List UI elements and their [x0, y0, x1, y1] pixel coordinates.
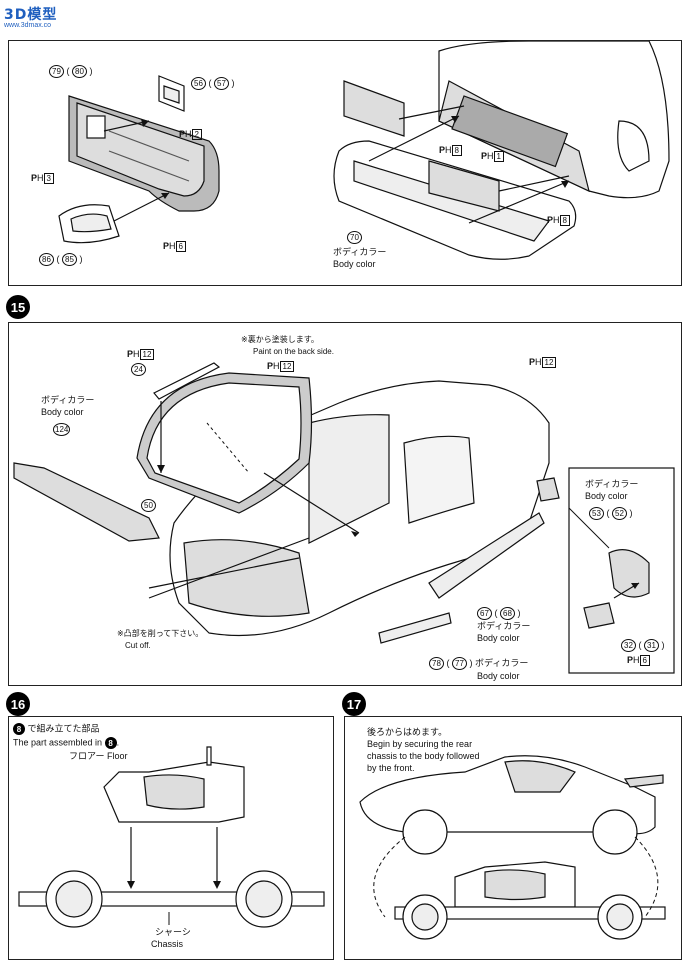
- ph-box-3: 3: [43, 173, 54, 184]
- step14-part-86-85: 86 ( 85 ): [39, 253, 83, 266]
- ph-box-12a: 12: [139, 349, 155, 360]
- part-number-52: 52: [612, 507, 627, 520]
- part-number-80: 80: [72, 65, 87, 78]
- step15-mirror-body-color-en: Body color: [585, 491, 628, 501]
- step16-chassis-en: Chassis: [151, 939, 184, 949]
- step15-body-color-jp-a: ボディカラー: [41, 395, 95, 405]
- step17-note-en3: by the front.: [367, 763, 415, 773]
- ref-step-8-badge-a: 8: [13, 723, 25, 735]
- step15-badge: 15: [6, 295, 30, 319]
- step15-part-24: 24: [131, 363, 146, 376]
- step16-floor-jp: フロアー: [69, 751, 105, 761]
- step17-panel: 後ろからはめます。 Begin by securing the rear cha…: [344, 716, 682, 960]
- part-number-70: 70: [347, 231, 362, 244]
- part-number-24: 24: [131, 363, 146, 376]
- step14-body-color-jp: ボディカラー: [333, 247, 387, 257]
- step15-part-78-77: 78 ( 77 ) ボディカラー: [429, 657, 528, 670]
- step17-badge: 17: [342, 692, 366, 716]
- step16-floor-label: フロアー Floor: [69, 751, 128, 762]
- ph-box-6b: 6: [639, 655, 650, 666]
- step15-bumper-body-color-jp: ボディカラー: [475, 658, 529, 668]
- part-number-86: 86: [39, 253, 54, 266]
- step15-part-124: 124: [53, 423, 71, 436]
- step16-assembled-jp-text: で組み立てた部品: [27, 723, 100, 734]
- step15-part-32-31: 32 ( 31 ): [621, 639, 665, 652]
- step14-part-79-80: 79 ( 80 ): [49, 65, 93, 78]
- part-number-124: 124: [53, 423, 71, 436]
- step15-illustration: [13, 362, 675, 674]
- watermark-url: www.3dmax.co: [4, 22, 52, 29]
- ref-step-8-badge-b: 8: [104, 737, 117, 749]
- step15-bumper-body-color-en: Body color: [477, 671, 520, 681]
- ph-box-1: 1: [493, 151, 504, 162]
- step14-body-color-en: Body color: [333, 259, 376, 269]
- step16-floor-en: Floor: [106, 751, 128, 761]
- part-number-77: 77: [452, 657, 467, 670]
- ph-box-12c: 12: [541, 357, 557, 368]
- ph-box-8a: 8: [451, 145, 462, 156]
- part-number-31: 31: [644, 639, 659, 652]
- ph-box-6: 6: [175, 241, 186, 252]
- part-number-57: 57: [214, 77, 229, 90]
- step17-note-en1: Begin by securing the rear: [367, 739, 473, 749]
- part-number-79: 79: [49, 65, 64, 78]
- step17-illustration: [359, 755, 666, 940]
- watermark-logo: 3D模型: [4, 7, 58, 23]
- step15-part-67-68: 67 ( 68 ): [477, 607, 521, 620]
- step16-illustration: [18, 746, 325, 928]
- part-number-68: 68: [500, 607, 515, 620]
- step15-cut-note-jp: ※凸部を削って下さい。: [117, 629, 204, 638]
- step16-badge: 16: [6, 692, 30, 716]
- part-number-50: 50: [141, 499, 156, 512]
- step16-assembled-en: The part assembled in 8.: [13, 737, 120, 749]
- step14-illustration: [58, 41, 670, 260]
- step16-assembled-jp: 8 で組み立てた部品: [13, 723, 100, 735]
- part-number-67: 67: [477, 607, 492, 620]
- ph-box-8b: 8: [559, 215, 570, 226]
- step16-panel: 8 で組み立てた部品 The part assembled in 8. フロアー…: [8, 716, 334, 960]
- step17-note-jp: 後ろからはめます。: [367, 727, 448, 737]
- step14-part-56-57: 56 ( 57 ): [191, 77, 235, 90]
- step15-body-color-en-a: Body color: [41, 407, 84, 417]
- step15-skirt-body-color-jp: ボディカラー: [477, 621, 531, 631]
- ph-box-12b: 12: [279, 361, 295, 372]
- step15-skirt-body-color-en: Body color: [477, 633, 520, 643]
- step17-note-en2: chassis to the body followed: [367, 751, 480, 761]
- step15-part-50: 50: [141, 499, 156, 512]
- part-number-78: 78: [429, 657, 444, 670]
- part-number-56: 56: [191, 77, 206, 90]
- step14-part-70: 70: [347, 231, 362, 244]
- part-number-32: 32: [621, 639, 636, 652]
- step15-back-note-jp: ※裏から塗装します。: [241, 335, 319, 344]
- ph-box-2: 2: [191, 129, 202, 140]
- step15-part-53-52: 53 ( 52 ): [589, 507, 633, 520]
- step16-chassis-jp: シャーシ: [155, 927, 191, 937]
- step16-assembled-en-text: The part assembled in: [13, 737, 103, 748]
- step15-mirror-body-color-jp: ボディカラー: [585, 479, 639, 489]
- part-number-53: 53: [589, 507, 604, 520]
- part-number-85: 85: [62, 253, 77, 266]
- step15-cut-note-en: Cut off.: [125, 641, 151, 650]
- step15-back-note-en: Paint on the back side.: [253, 347, 334, 356]
